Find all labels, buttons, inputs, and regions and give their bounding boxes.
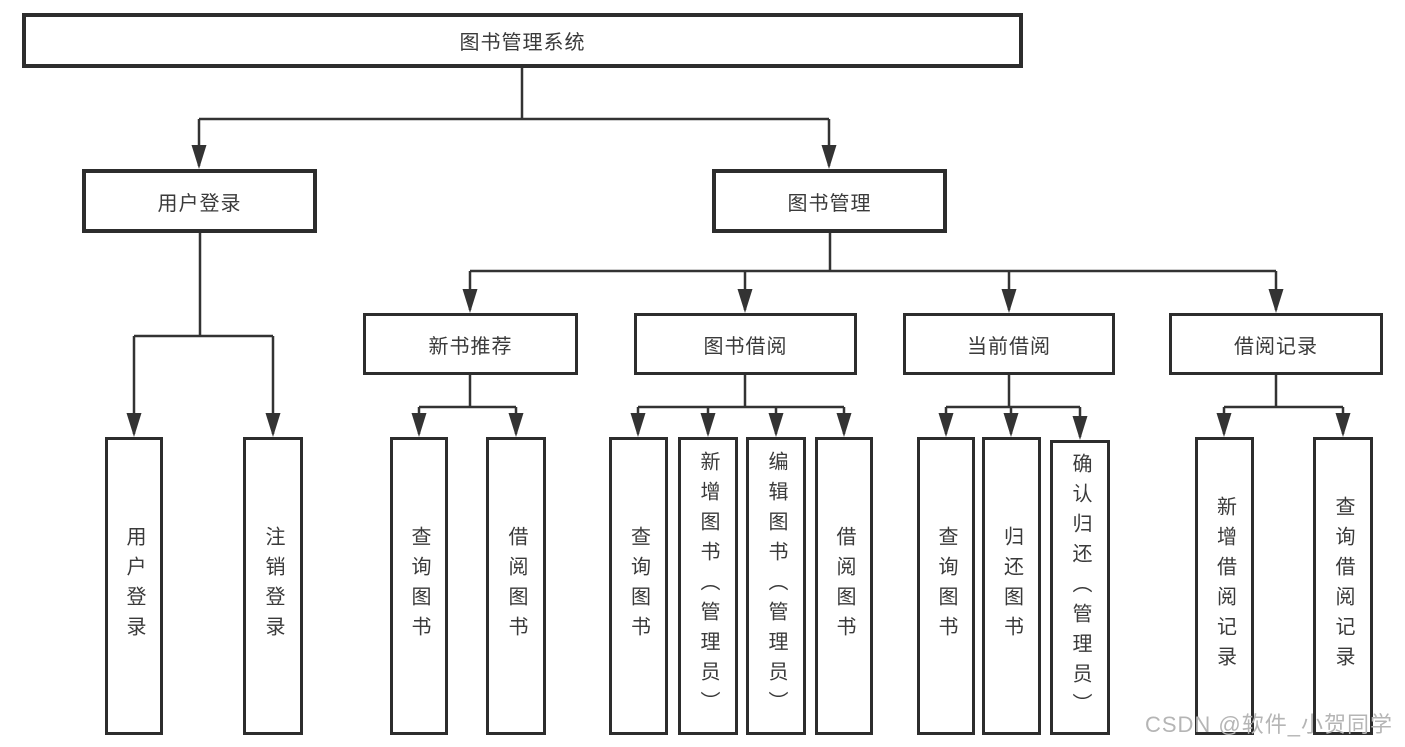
node-new-book-recommend: 新书推荐 bbox=[363, 313, 578, 375]
leaf-query-borrow-record: 查询借阅记录 bbox=[1313, 437, 1373, 735]
node-label: 图书借阅 bbox=[703, 335, 788, 358]
node-label: 注销登录 bbox=[262, 526, 284, 646]
leaf-borrow-books-borrowing: 借阅图书 bbox=[815, 437, 873, 735]
node-label: 借阅图书 bbox=[833, 526, 855, 646]
leaf-add-borrow-record: 新增借阅记录 bbox=[1195, 437, 1254, 735]
node-label: 新书推荐 bbox=[428, 335, 513, 358]
node-label: 用户登录 bbox=[123, 526, 145, 646]
node-label: 查询图书 bbox=[627, 526, 650, 646]
node-label: 借阅记录 bbox=[1234, 335, 1318, 358]
node-label: 新增借阅记录 bbox=[1213, 496, 1236, 676]
node-label: 当前借阅 bbox=[967, 335, 1051, 358]
node-user-login: 用户登录 bbox=[82, 169, 317, 233]
leaf-borrow-books-recommend: 借阅图书 bbox=[486, 437, 546, 735]
node-label: 图书管理 bbox=[787, 192, 872, 215]
node-label: 借阅图书 bbox=[505, 526, 527, 646]
leaf-query-books-current: 查询图书 bbox=[917, 437, 975, 735]
node-label: 查询借阅记录 bbox=[1332, 496, 1354, 676]
node-current-borrowing: 当前借阅 bbox=[903, 313, 1115, 375]
node-label: 用户登录 bbox=[157, 192, 242, 215]
leaf-edit-books-admin: 编辑图书（管理员） bbox=[746, 437, 806, 735]
leaf-logout: 注销登录 bbox=[243, 437, 303, 735]
node-label: 查询图书 bbox=[408, 526, 430, 646]
node-label: 查询图书 bbox=[935, 526, 957, 646]
node-label: 新增图书（管理员） bbox=[697, 451, 719, 721]
csdn-watermark: CSDN @软件_小贺同学 bbox=[1144, 712, 1393, 737]
node-label: 编辑图书（管理员） bbox=[765, 451, 787, 721]
node-book-management: 图书管理 bbox=[712, 169, 947, 233]
node-label: 确认归还（管理员） bbox=[1069, 452, 1091, 723]
leaf-return-books: 归还图书 bbox=[982, 437, 1041, 735]
leaf-query-books-borrowing: 查询图书 bbox=[609, 437, 668, 735]
node-borrow-records: 借阅记录 bbox=[1169, 313, 1383, 375]
node-book-borrowing: 图书借阅 bbox=[634, 313, 857, 375]
node-label: 归还图书 bbox=[1000, 526, 1023, 646]
node-library-management-system: 图书管理系统 bbox=[22, 13, 1023, 68]
leaf-add-books-admin: 新增图书（管理员） bbox=[678, 437, 738, 735]
leaf-user-login: 用户登录 bbox=[105, 437, 163, 735]
leaf-query-books-recommend: 查询图书 bbox=[390, 437, 448, 735]
leaf-confirm-return-admin: 确认归还（管理员） bbox=[1050, 440, 1110, 735]
node-label: 图书管理系统 bbox=[459, 32, 586, 54]
